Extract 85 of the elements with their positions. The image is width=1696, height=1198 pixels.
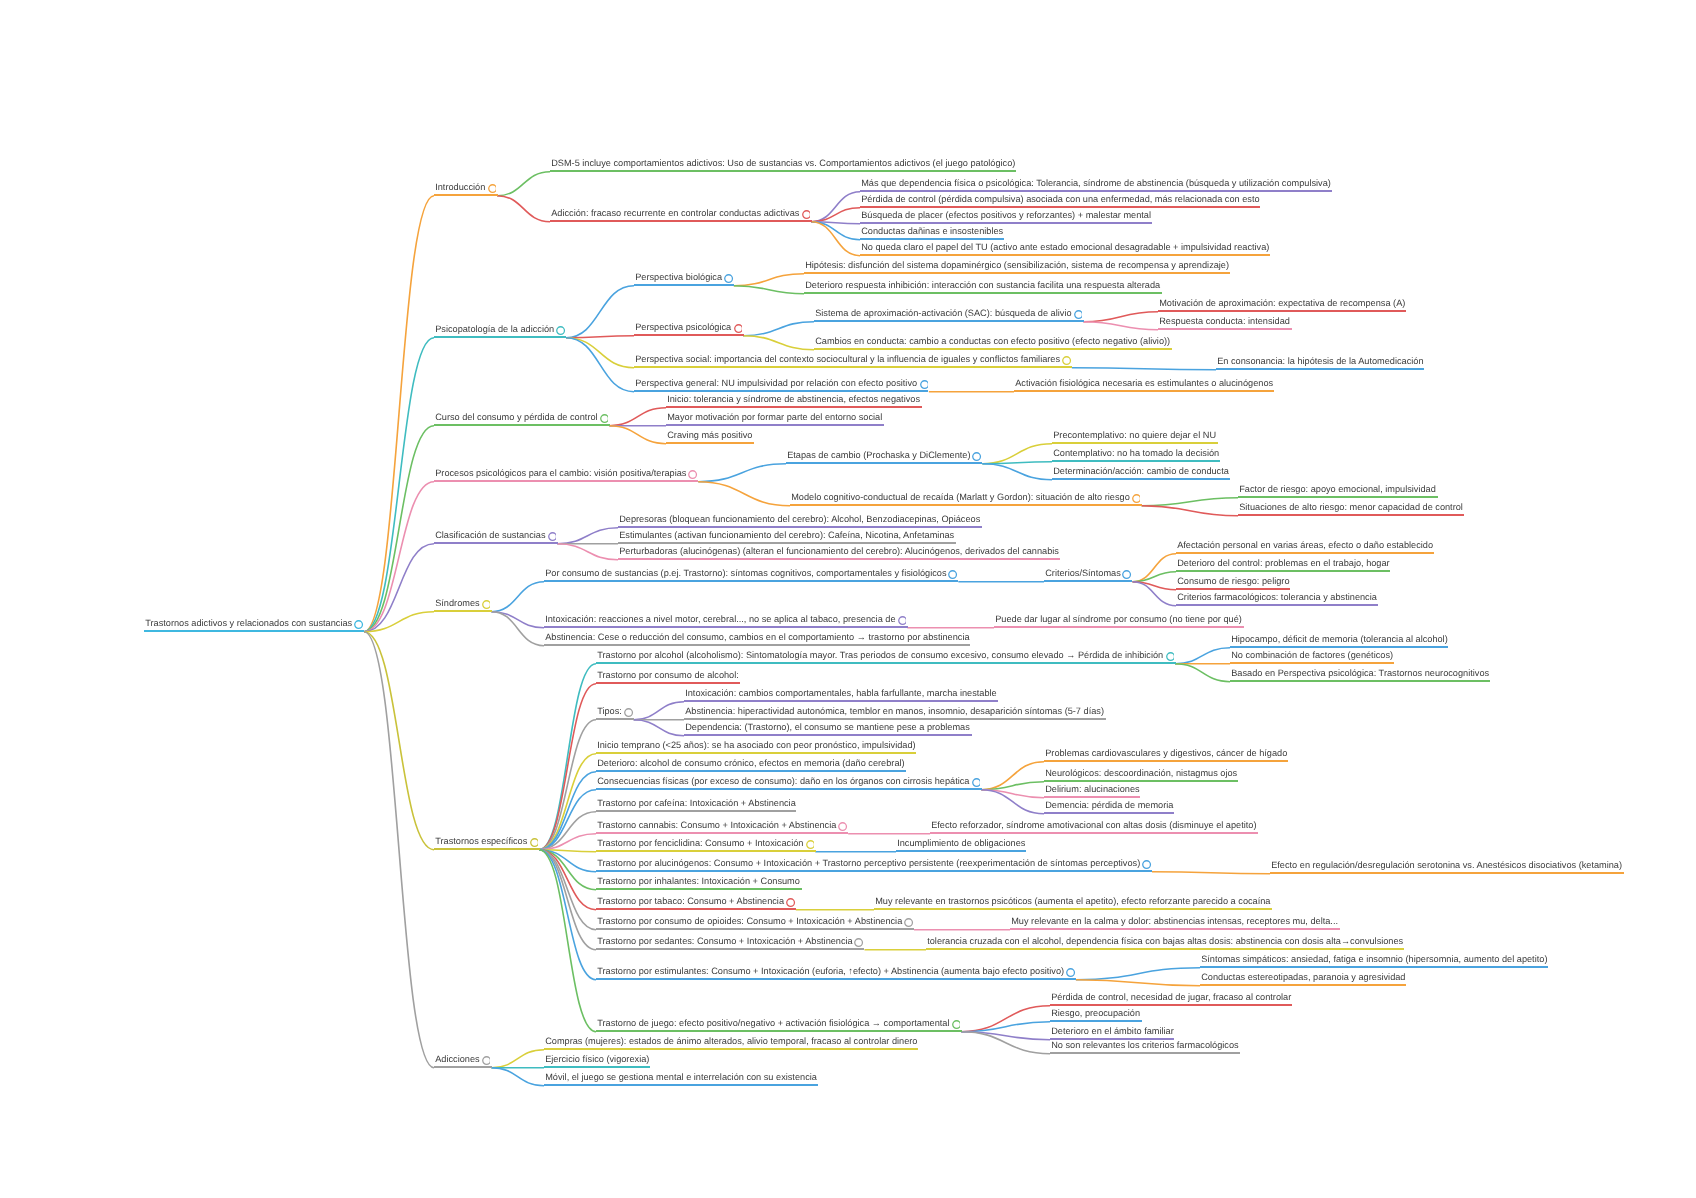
- branch-connector: [863, 948, 927, 951]
- branch-connector: [538, 770, 597, 851]
- branch-topic: [1044, 568, 1133, 583]
- branch-topic: [596, 966, 1076, 981]
- branch-topic: [544, 568, 959, 583]
- branch-connector: [1174, 646, 1231, 665]
- branch-connector: [1140, 504, 1239, 517]
- branch-topic: [596, 858, 1152, 873]
- branch-connector: [810, 220, 861, 241]
- branch-connector: [913, 928, 1011, 931]
- branch-topic: [596, 706, 634, 721]
- branch-connector: [906, 626, 995, 629]
- branch-connector: [742, 334, 815, 351]
- branch-topic: [596, 916, 915, 931]
- branch-connector: [538, 832, 597, 851]
- branch-connector: [363, 480, 435, 633]
- branch-connector: [608, 424, 667, 445]
- branch-connector: [980, 788, 1045, 815]
- branch-topic: [634, 272, 734, 287]
- branch-topic: [814, 308, 1084, 323]
- branch-connector: [538, 848, 597, 951]
- branch-connector: [1131, 552, 1177, 583]
- branch-connector: [795, 908, 875, 911]
- branch-topic: [434, 530, 558, 545]
- branch-connector: [490, 580, 545, 613]
- branch-connector: [697, 480, 791, 507]
- branch-connector: [814, 850, 897, 853]
- branch-connector: [733, 284, 805, 295]
- branch-connector: [1131, 580, 1177, 607]
- branch-topic: [434, 182, 498, 197]
- branch-connector: [490, 610, 545, 647]
- branch-connector: [538, 848, 597, 891]
- branch-connector: [632, 718, 685, 737]
- branch-topic: [434, 324, 566, 339]
- branch-topic: [596, 820, 849, 835]
- branch-topic: [434, 836, 540, 851]
- branch-connector: [363, 630, 435, 1069]
- branch-connector: [363, 542, 435, 633]
- branch-connector: [496, 170, 551, 197]
- branch-connector: [981, 462, 1053, 481]
- branch-connector: [538, 788, 597, 851]
- central-topic: [144, 618, 364, 633]
- branch-topic: [596, 1018, 962, 1033]
- branch-topic: [634, 322, 743, 337]
- branch-connector: [538, 848, 597, 1033]
- branch-topic: [596, 896, 796, 911]
- branch-connector: [960, 1030, 1051, 1055]
- branch-topic: [550, 208, 812, 223]
- branch-connector: [565, 284, 635, 339]
- branch-connector: [1151, 870, 1271, 875]
- branch-connector: [928, 390, 1015, 393]
- branch-connector: [363, 630, 435, 851]
- branch-connector: [1082, 320, 1159, 331]
- branch-topic: [434, 412, 610, 427]
- branch-connector: [490, 1048, 545, 1069]
- branch-connector: [957, 580, 1045, 583]
- branch-connector: [810, 206, 861, 223]
- branch-connector: [565, 336, 635, 393]
- branch-connector: [496, 194, 551, 223]
- branch-connector: [847, 832, 931, 835]
- branch-connector: [363, 194, 435, 633]
- branch-topic: [790, 492, 1142, 507]
- branch-topic: [434, 598, 492, 613]
- branch-topic: [434, 1054, 492, 1069]
- branch-topic: [786, 450, 983, 465]
- branch-topic: [596, 650, 1175, 665]
- branch-connector: [1075, 978, 1201, 987]
- branch-connector: [363, 424, 435, 633]
- branch-topic: [596, 936, 865, 951]
- branch-topic: [434, 468, 699, 483]
- branch-connector: [632, 700, 685, 721]
- branch-topic: [596, 838, 816, 853]
- branch-connector: [363, 336, 435, 633]
- branch-connector: [810, 220, 861, 257]
- branch-connector: [810, 190, 861, 223]
- branch-connector: [556, 542, 619, 561]
- branch-topic: [544, 614, 908, 629]
- branch-topic: [634, 378, 929, 393]
- branch-connector: [538, 848, 597, 911]
- branch-connector: [363, 610, 435, 633]
- branch-topic: [596, 776, 982, 791]
- branch-topic: [634, 354, 1072, 369]
- branch-connector: [538, 752, 597, 851]
- branch-connector: [1174, 662, 1231, 683]
- branch-connector: [490, 1066, 545, 1087]
